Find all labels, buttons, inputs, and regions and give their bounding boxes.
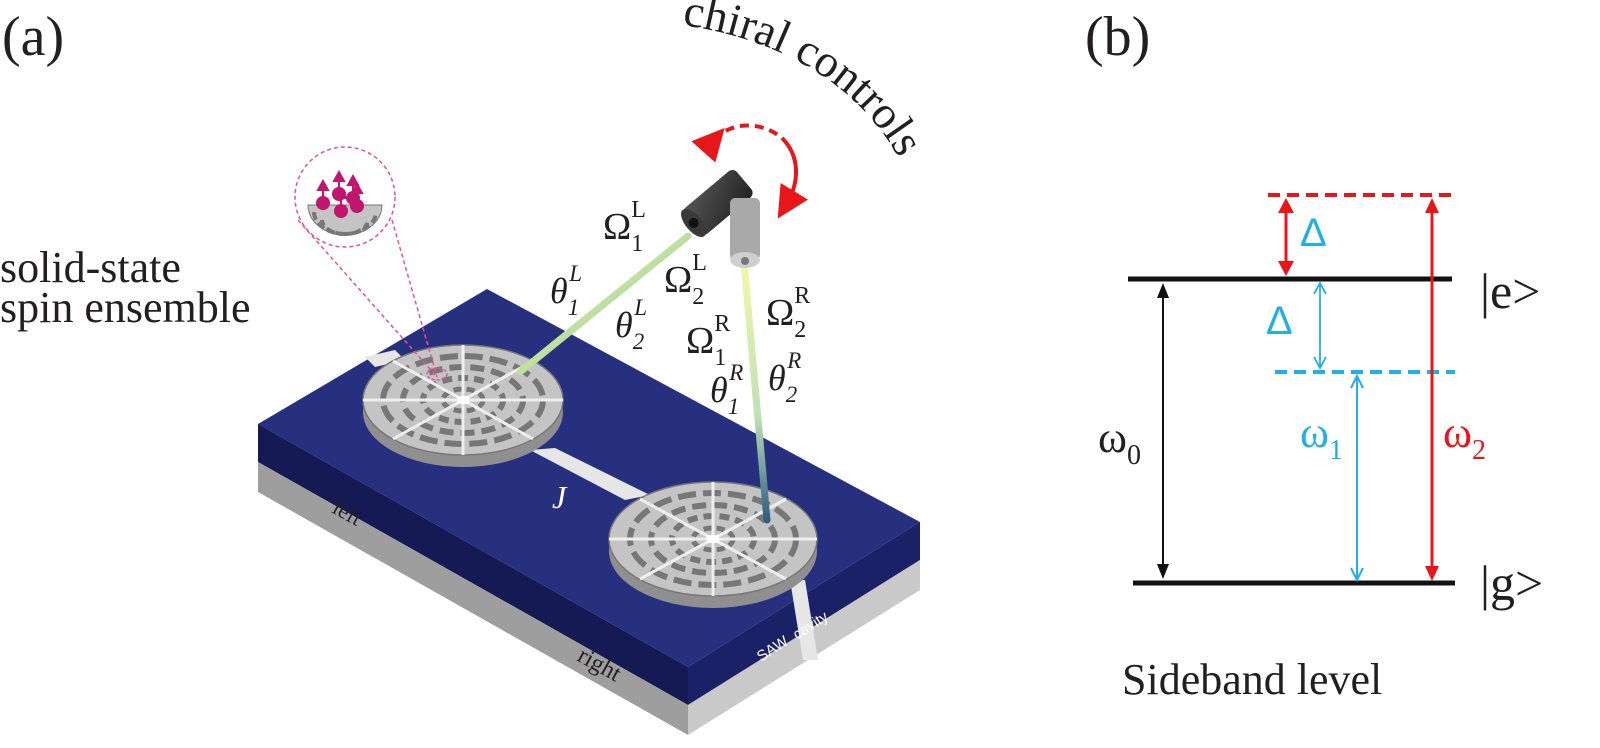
beam-left — [516, 232, 692, 376]
panel-b: (b) — [1085, 6, 1543, 704]
arrow-omega0 — [1157, 283, 1169, 579]
laser-head-right — [730, 198, 760, 268]
waveguide-coupling — [530, 448, 650, 500]
substrate-base-left — [258, 462, 688, 735]
excited-state-label: |e> — [1480, 263, 1540, 319]
panel-b-label: (b) — [1085, 6, 1150, 68]
omega2-label: ω2 — [1443, 408, 1486, 466]
arrow-detuning-red — [1278, 198, 1294, 276]
ensemble-label-line2: spin ensemble — [0, 283, 251, 332]
ensemble-label-line1: solid-state — [0, 243, 181, 292]
laser-heads — [681, 170, 760, 268]
label-omega1R: Ω1R — [686, 311, 730, 371]
label-theta2R: θ2R — [768, 348, 801, 407]
label-theta1L: θ1L — [550, 261, 582, 320]
panel-a-label: (a) — [2, 6, 64, 68]
detuning-label-blue: Δ — [1266, 299, 1293, 343]
sideband-caption: Sideband level — [1122, 655, 1382, 704]
label-omega1L: Ω1L — [603, 197, 646, 257]
laser-beams — [516, 232, 771, 524]
detuning-label-red: Δ — [1300, 211, 1327, 255]
coupling-label: J — [552, 479, 568, 515]
ground-state-label: |g> — [1480, 555, 1543, 611]
laser-head-left — [681, 170, 753, 237]
spin-arrows — [316, 169, 364, 218]
spin-ensemble-inset — [294, 146, 448, 381]
substrate-front-left — [258, 424, 688, 705]
arrow-detuning-blue — [1313, 281, 1327, 370]
omega0-label: ω0 — [1098, 413, 1141, 471]
omega1-label: ω1 — [1300, 408, 1343, 466]
panel-a: (a) — [0, 0, 934, 735]
label-omega2L: Ω2L — [664, 250, 707, 310]
arrow-omega2 — [1425, 198, 1439, 581]
waveguides — [365, 350, 818, 660]
resonator-left — [362, 344, 564, 467]
arrow-omega1 — [1350, 373, 1364, 583]
beam-right — [740, 258, 771, 524]
resonator-right — [608, 481, 818, 608]
label-theta1R: θ1R — [710, 360, 743, 419]
label-omega2R: Ω2R — [766, 283, 810, 343]
label-theta2L: θ2L — [615, 295, 647, 354]
waveguide-saw-stub — [790, 580, 818, 660]
chiral-rotation-arrow — [691, 123, 808, 219]
chiral-controls-label: chiral controls — [680, 0, 934, 164]
waveguide-left-stub — [365, 350, 405, 367]
